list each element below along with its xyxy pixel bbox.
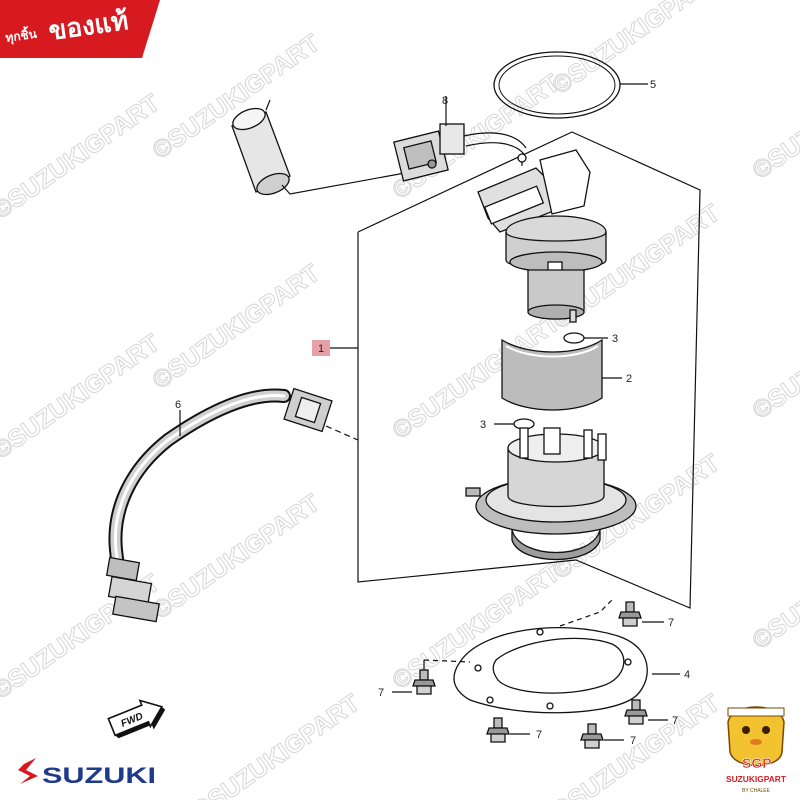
bolt (486, 717, 510, 743)
badge-background (0, 0, 160, 58)
watermark: ©SUZUKIGPART (747, 519, 800, 655)
suzuki-logo: SUZUKI (18, 758, 156, 788)
fuel-filter-cover (501, 338, 622, 411)
watermark: ©SUZUKIGPART (147, 259, 325, 395)
callout-7: 7 (378, 687, 384, 699)
watermark: ©SUZUKIGPART (147, 489, 325, 625)
pump-gasket-plate (423, 599, 680, 714)
callout-1: 1 (318, 343, 324, 355)
callout-3-lower: 3 (480, 419, 486, 431)
o-ring-small-upper (563, 332, 608, 344)
callout-8: 8 (442, 95, 448, 107)
callout-7: 7 (668, 617, 674, 629)
callout-6: 6 (175, 399, 181, 411)
callout-labels: 1 2 3 3 4 5 6 7 7 7 7 7 8 (175, 79, 690, 747)
callout-1-highlight (312, 340, 330, 356)
sgp-mascot-logo: SGP SUZUKIGPART BY CHALEE (726, 706, 786, 794)
suzuki-wordmark: SUZUKI (42, 763, 156, 788)
watermark: ©SUZUKIGPART (0, 89, 165, 225)
watermark: ©SUZUKIGPART (0, 329, 165, 465)
callout-2: 2 (626, 373, 632, 385)
watermark: ©SUZUKIGPART (747, 289, 800, 425)
o-ring-gasket (493, 51, 648, 119)
fuel-hose-assembly (105, 387, 359, 623)
bolt-group (392, 601, 668, 749)
callout-7: 7 (630, 735, 636, 747)
fwd-arrow: FWD (107, 699, 166, 739)
mascot-title: SGP (742, 755, 772, 771)
genuine-badge: ทุกชิ้น ของแท้ (0, 0, 160, 58)
watermark: ©SUZUKIGPART (747, 49, 800, 185)
callout-4: 4 (684, 669, 690, 681)
mascot-tagline: BY CHALEE (742, 788, 771, 794)
watermark: ©SUZUKIGPART (187, 689, 365, 800)
fuel-pump-base (465, 427, 637, 561)
callout-5: 5 (650, 79, 656, 91)
suzuki-s-mark (18, 758, 38, 784)
watermark: ©SUZUKIGPART (547, 0, 725, 100)
fuel-level-sender (231, 96, 527, 196)
badge-small-text: ทุกชิ้น (4, 24, 39, 46)
bolt (624, 699, 648, 725)
callout-3-upper: 3 (612, 333, 618, 345)
assembly-box (357, 131, 701, 609)
watermark: ©SUZUKIGPART (147, 29, 325, 165)
callout-7: 7 (672, 715, 678, 727)
callout-7: 7 (536, 729, 542, 741)
mascot-subtitle: SUZUKIGPART (726, 775, 786, 784)
bolt (580, 723, 604, 749)
bolt (618, 601, 642, 627)
fuel-pump-motor (477, 149, 607, 323)
